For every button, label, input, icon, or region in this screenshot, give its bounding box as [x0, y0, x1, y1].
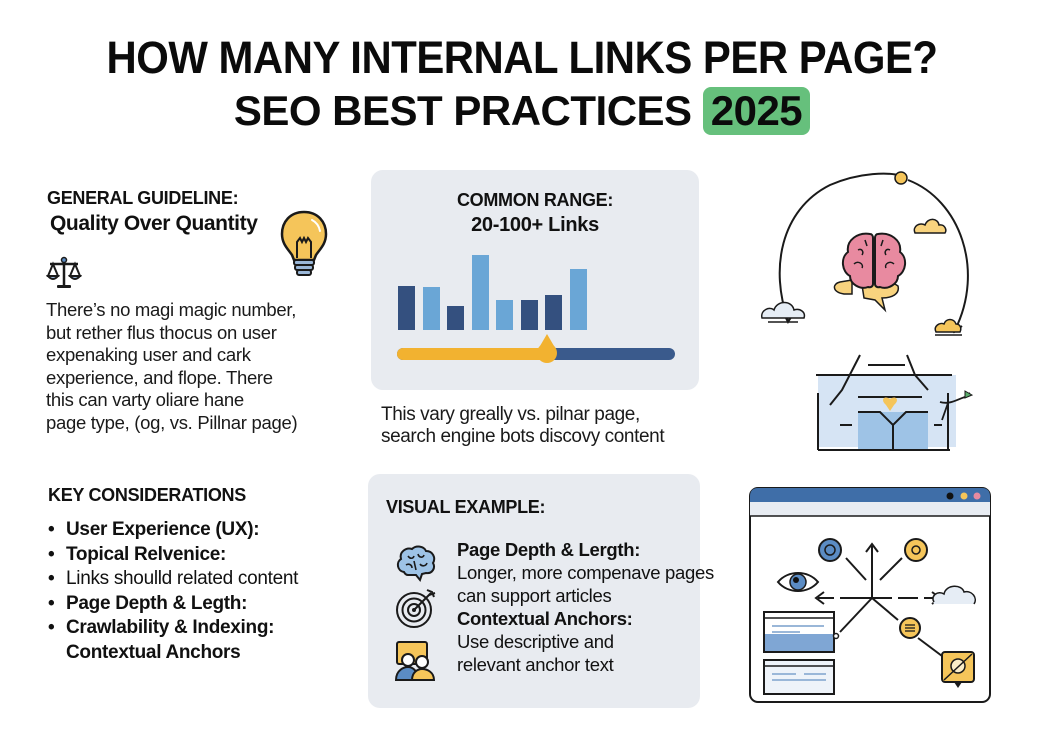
example-line: relevant anchor text [457, 653, 614, 675]
bar-chart [398, 250, 678, 330]
chart-bar [471, 255, 489, 330]
body-line: There’s no magi magic number, [46, 299, 297, 320]
balance-scale-icon [46, 256, 82, 288]
body-line: this can varty oliare hane [46, 389, 244, 410]
example-line: Longer, more compenave pages [457, 562, 714, 583]
range-slider [397, 334, 675, 363]
consideration-item: Links shoulld related content [48, 567, 358, 592]
site-structure-illustration [816, 354, 974, 451]
target-icon [396, 589, 436, 628]
subtitle-text: SEO BEST PRACTICES [233, 87, 692, 134]
visual-example-panel: VISUAL EXAMPLE: Page Depth & Lergth: Lon… [368, 474, 714, 708]
visual-example-heading: VISUAL EXAMPLE: [386, 497, 546, 517]
consideration-item: Crawlability & Indexing: [48, 616, 358, 641]
slider-fill [397, 348, 548, 360]
example-line: can support articles [457, 584, 612, 606]
general-guideline-body: There’s no magi magic number, but rether… [46, 299, 346, 434]
key-considerations-heading: KEY CONSIDERATIONS [48, 485, 246, 505]
general-guideline-subheading: Quality Over Quantity [50, 212, 258, 235]
general-guideline-heading: GENERAL GUIDELINE: [47, 188, 239, 208]
key-considerations-list: User Experience (UX): Topical Relvenice:… [48, 518, 358, 665]
chart-bar [422, 287, 440, 330]
consideration-item-continuation: Contextual Anchors [66, 641, 241, 663]
visual-example-text: Page Depth & Lergth: Longer, more compen… [457, 538, 714, 676]
chart-bar [447, 306, 464, 330]
body-line: experience, and flope. There [46, 366, 273, 388]
body-line: page type, (og, vs. Pillnar page) [46, 411, 298, 433]
consideration-item: Topical Relvenice: [48, 543, 358, 568]
consideration-item: User Experience (UX): [48, 518, 358, 543]
chart-bar [520, 300, 538, 330]
common-range-panel: COMMON RANGE: 20-100+ Links [371, 170, 699, 390]
brain-icon [396, 545, 436, 583]
browser-link-map-illustration [749, 487, 991, 703]
people-icon [394, 641, 436, 681]
example-line: Use descriptive and [457, 631, 614, 652]
note-line: This vary greally vs. pilnar page, [381, 404, 640, 425]
brain-cycle-illustration [761, 171, 969, 336]
chart-bar [569, 269, 587, 330]
example-title: Contextual Anchors: [457, 608, 633, 629]
chart-bar [545, 295, 562, 330]
page-subtitle: SEO BEST PRACTICES 2025 [0, 87, 1044, 135]
note-line: search engine bots discovy content [381, 426, 665, 447]
body-line: but rether flus thocus on user [46, 321, 277, 343]
body-line: expenaking user and cark [46, 344, 251, 365]
chart-bar [496, 300, 513, 330]
example-title: Page Depth & Lergth: [457, 539, 641, 560]
chart-bar [398, 286, 415, 330]
page-title: HOW MANY INTERNAL LINKS PER PAGE? [106, 32, 938, 83]
common-range-value: 20-100+ Links [471, 214, 599, 236]
common-range-note: This vary greally vs. pilnar page, searc… [381, 404, 711, 448]
lightbulb-icon [280, 210, 328, 276]
slider-thumb [537, 343, 558, 363]
consideration-item: Page Depth & Legth: [48, 592, 358, 617]
year-badge: 2025 [702, 87, 811, 135]
common-range-heading: COMMON RANGE: [456, 190, 614, 210]
